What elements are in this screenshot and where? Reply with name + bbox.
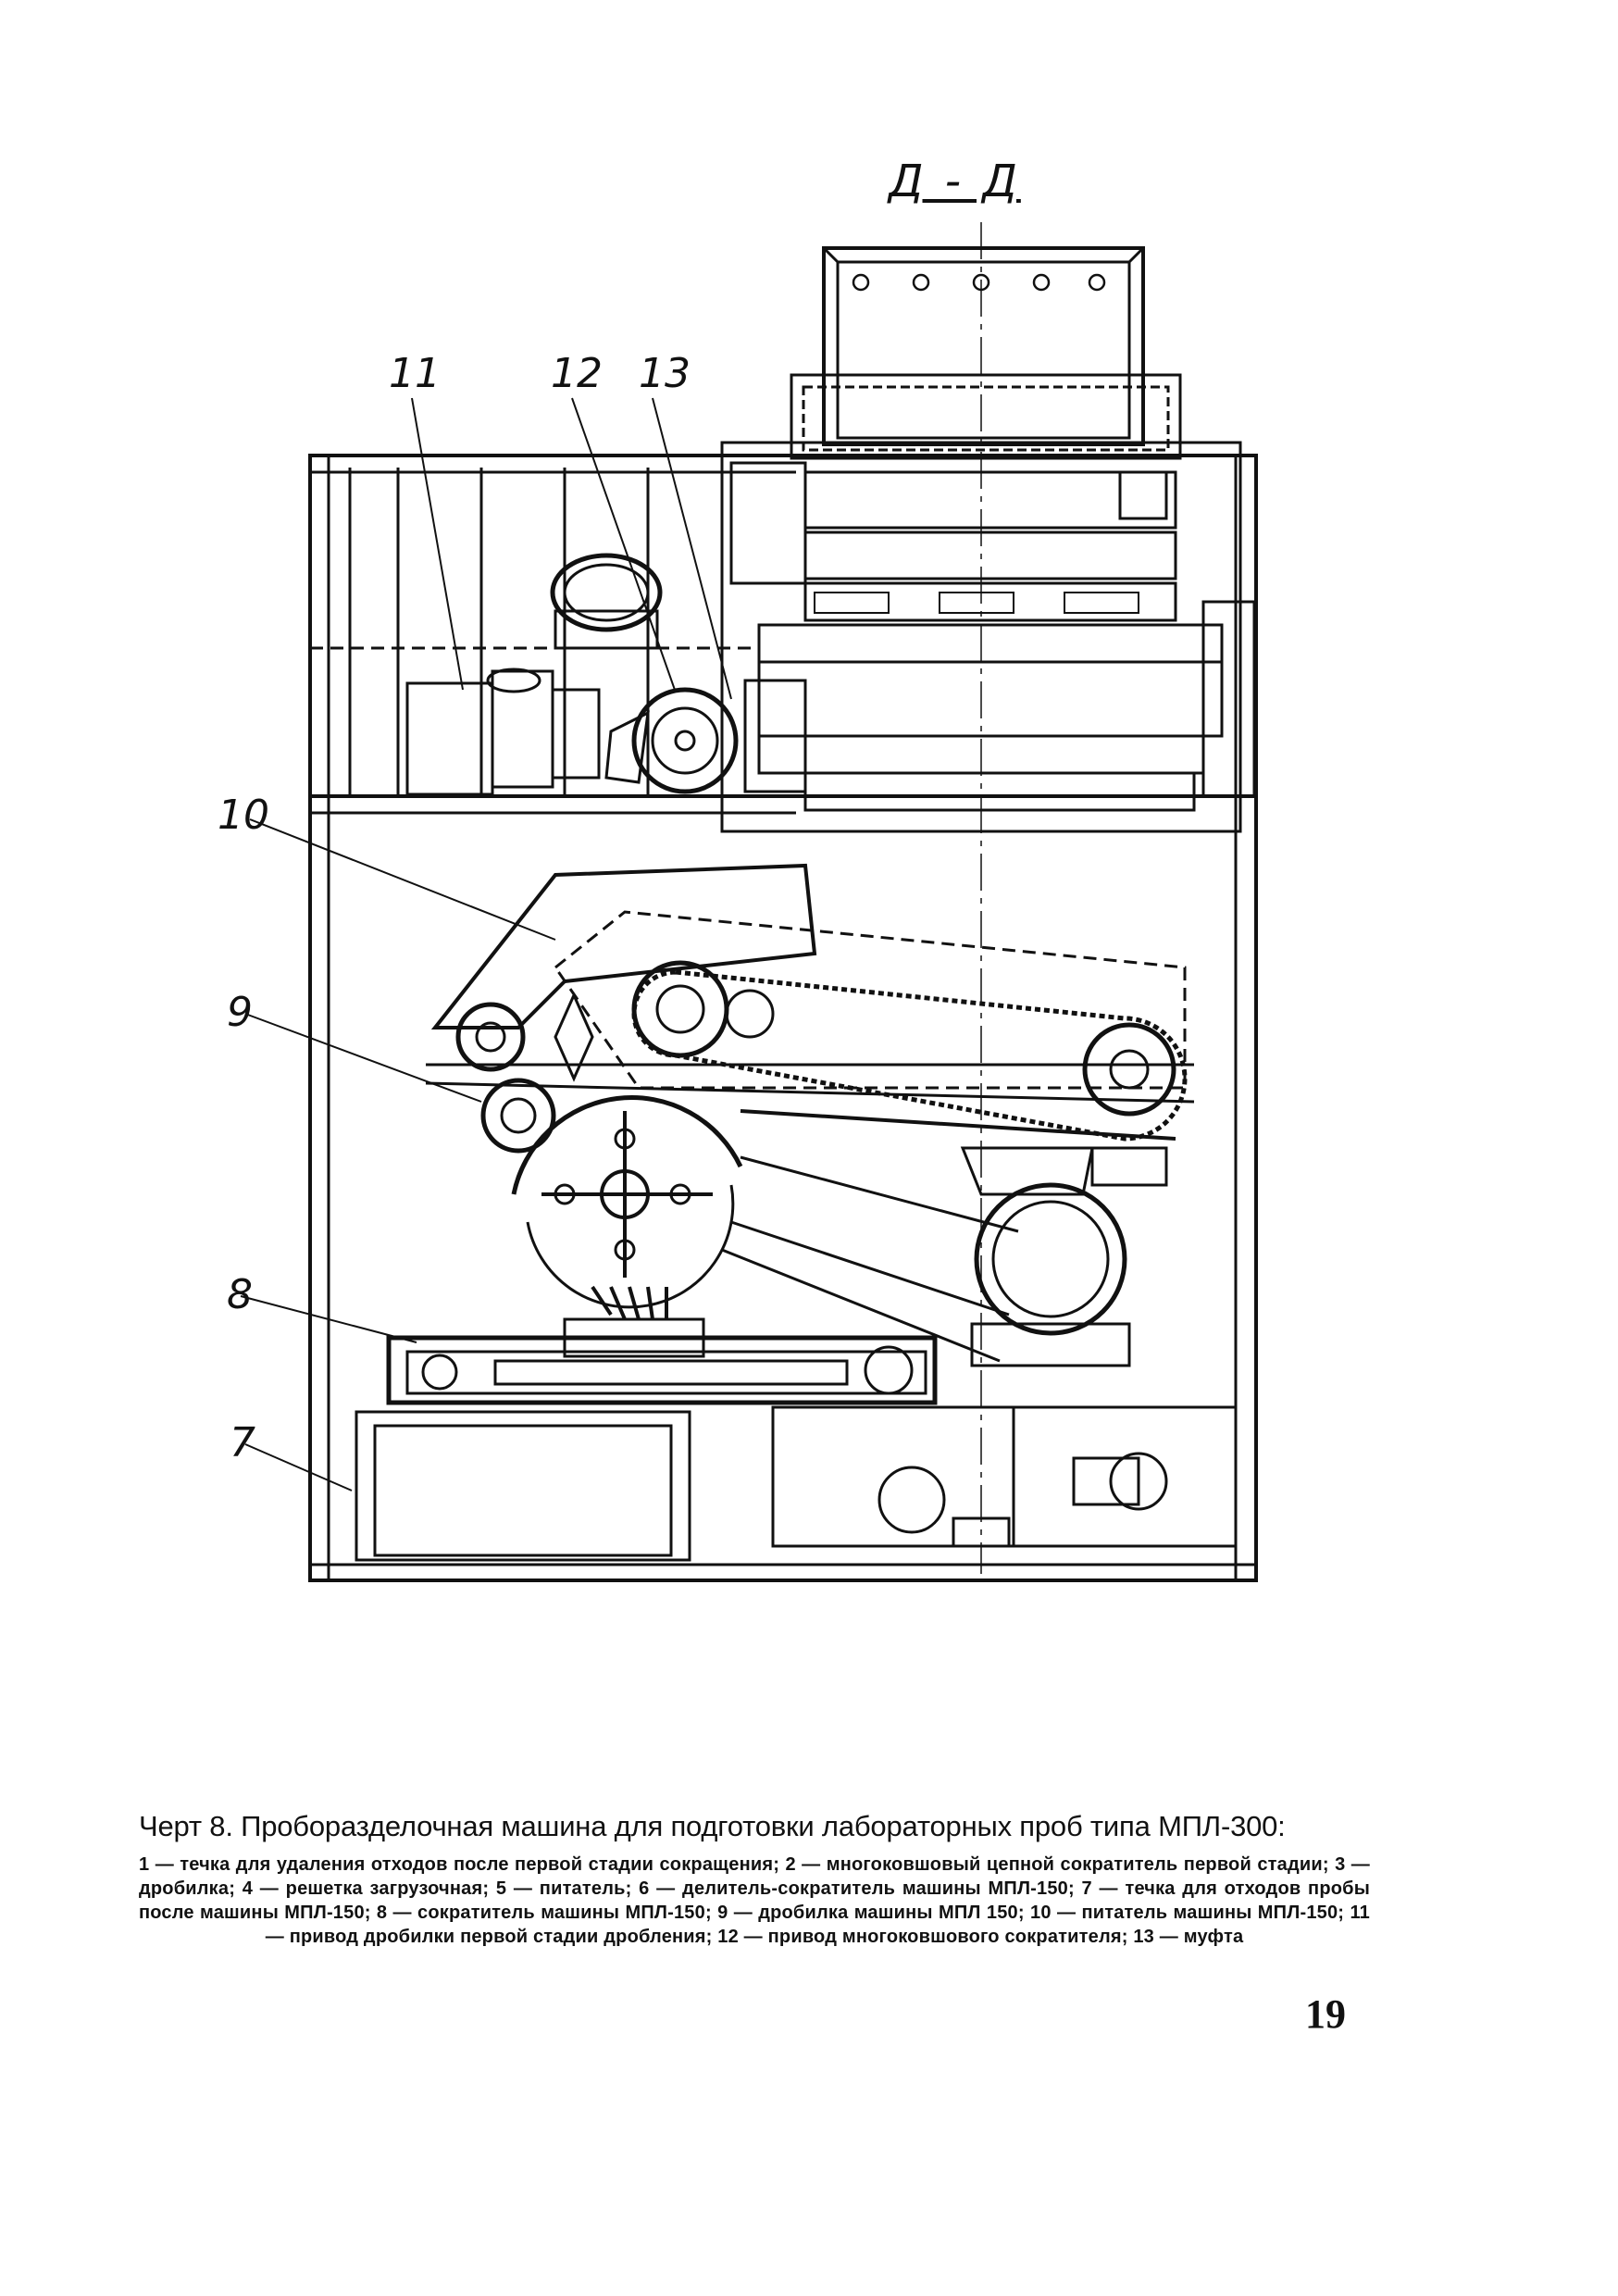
callout-10: 10 xyxy=(218,792,269,839)
section-label: Д - Д xyxy=(889,156,1021,207)
callout-11: 11 xyxy=(389,350,441,397)
page-number: 19 xyxy=(1305,1991,1346,2037)
caption-title: Черт 8. Проборазделочная машина для подг… xyxy=(139,1810,1286,1842)
callout-12: 12 xyxy=(551,350,603,397)
callout-9: 9 xyxy=(227,989,253,1036)
figure-caption: Черт 8. Проборазделочная машина для подг… xyxy=(139,1810,1370,1949)
callout-8: 8 xyxy=(227,1271,253,1318)
caption-legend: 1 — течка для удаления отходов после пер… xyxy=(139,1854,1370,1947)
callout-7: 7 xyxy=(230,1419,255,1466)
callout-13: 13 xyxy=(639,350,691,397)
